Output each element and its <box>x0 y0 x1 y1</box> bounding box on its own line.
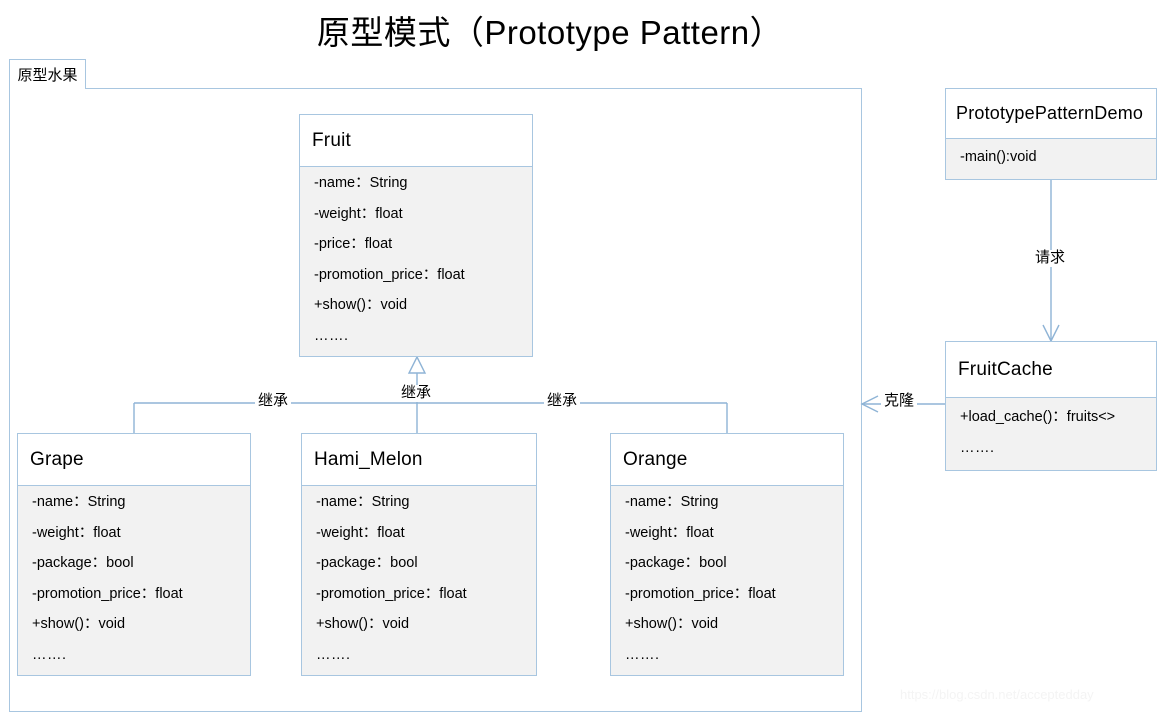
uml-member: -main():void <box>960 149 1037 165</box>
uml-member: +show()：void <box>32 616 126 632</box>
uml-class-prototype-pattern-demo-name: PrototypePatternDemo <box>946 89 1156 139</box>
uml-member: -promotion_price：float <box>314 266 465 283</box>
uml-class-orange[interactable]: Orange -name：String -weight：float -packa… <box>610 433 844 676</box>
uml-class-fruit[interactable]: Fruit -name：String -weight：float -price：… <box>299 114 533 357</box>
edge-label-inherit-grape: 继承 <box>255 392 292 410</box>
uml-class-prototype-pattern-demo[interactable]: PrototypePatternDemo -main():void <box>945 88 1157 180</box>
uml-member: -weight：float <box>316 524 405 541</box>
uml-member: ……. <box>314 327 349 344</box>
uml-class-grape-members: -name：String -weight：float -package：bool… <box>18 486 250 675</box>
clone-arrowhead <box>860 395 879 413</box>
uml-member: ……. <box>625 646 660 663</box>
uml-class-fruit-cache[interactable]: FruitCache +load_cache()：fruits<> ……. <box>945 341 1157 471</box>
uml-member: +show()：void <box>625 616 719 632</box>
uml-member: -name：String <box>625 494 719 510</box>
uml-member: -name：String <box>316 494 410 510</box>
uml-class-prototype-pattern-demo-members: -main():void <box>946 139 1156 179</box>
edge-label-request: 请求 <box>1032 249 1069 267</box>
uml-member: ……. <box>960 439 995 456</box>
uml-class-orange-members: -name：String -weight：float -package：bool… <box>611 486 843 675</box>
request-arrowhead <box>1042 324 1060 343</box>
edge-label-clone: 克隆 <box>881 392 918 410</box>
uml-class-grape[interactable]: Grape -name：String -weight：float -packag… <box>17 433 251 676</box>
uml-member: -price：float <box>314 236 393 252</box>
uml-member: -weight：float <box>32 524 121 541</box>
uml-class-hami-melon-name: Hami_Melon <box>302 434 536 486</box>
uml-class-hami-melon-members: -name：String -weight：float -package：bool… <box>302 486 536 675</box>
uml-member: +show()：void <box>316 616 410 632</box>
uml-member: -name：String <box>314 175 408 191</box>
uml-member: +show()：void <box>314 297 408 313</box>
page-title: 原型模式（Prototype Pattern） <box>316 14 784 51</box>
uml-class-fruit-name: Fruit <box>300 115 532 167</box>
uml-member: -promotion_price：float <box>625 585 776 602</box>
edge-label-inherit-orange: 继承 <box>544 392 581 410</box>
edge-label-inherit-hami-melon: 继承 <box>398 384 435 402</box>
uml-member: -weight：float <box>625 524 714 541</box>
uml-member: -package：bool <box>32 555 134 571</box>
uml-member: -weight：float <box>314 205 403 222</box>
uml-member: -name：String <box>32 494 126 510</box>
uml-class-fruit-cache-name: FruitCache <box>946 342 1156 398</box>
package-tab: 原型水果 <box>9 59 86 89</box>
uml-member: -package：bool <box>316 555 418 571</box>
uml-member: +load_cache()：fruits<> <box>960 409 1116 425</box>
uml-member: -package：bool <box>625 555 727 571</box>
uml-member: ……. <box>32 646 67 663</box>
watermark: https://blog.csdn.net/acceptedday <box>900 687 1094 702</box>
uml-class-orange-name: Orange <box>611 434 843 486</box>
package-tab-label: 原型水果 <box>17 67 78 84</box>
uml-class-hami-melon[interactable]: Hami_Melon -name：String -weight：float -p… <box>301 433 537 676</box>
uml-member: -promotion_price：float <box>316 585 467 602</box>
uml-class-fruit-cache-members: +load_cache()：fruits<> ……. <box>946 398 1156 470</box>
package-tab-seam <box>10 87 85 90</box>
uml-class-fruit-members: -name：String -weight：float -price：float … <box>300 167 532 356</box>
uml-class-grape-name: Grape <box>18 434 250 486</box>
uml-member: -promotion_price：float <box>32 585 183 602</box>
uml-member: ……. <box>316 646 351 663</box>
